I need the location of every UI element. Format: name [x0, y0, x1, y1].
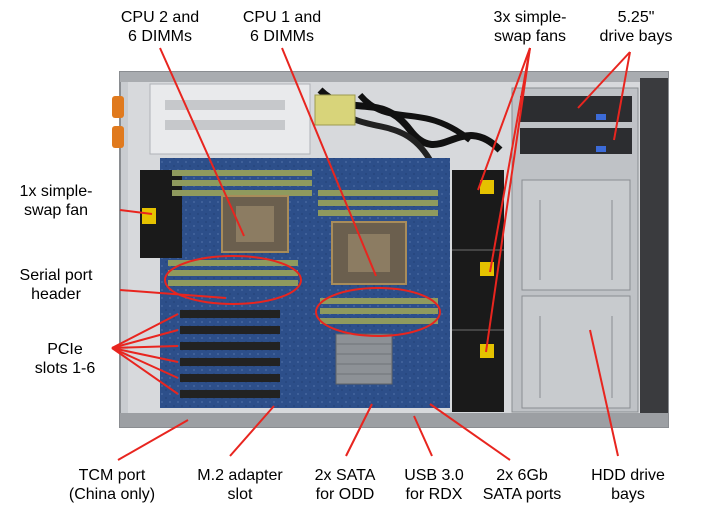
fan1-callout-line	[119, 209, 153, 215]
bays525-callout-line-1	[577, 51, 631, 109]
usb-label: USB 3.0 for RDX	[404, 467, 464, 503]
sata6-callout-line	[429, 403, 511, 461]
sata-odd-callout-line	[345, 403, 373, 457]
usb-callout-line	[413, 415, 433, 457]
tcm-label: TCM port (China only)	[68, 467, 156, 503]
fans3-callout-line-2	[489, 47, 531, 273]
sata-odd-label: 2x SATA for ODD	[314, 467, 376, 503]
chipset-heatsink	[335, 333, 393, 385]
serial-label: Serial port header	[19, 267, 93, 303]
cpu1-area	[318, 190, 438, 324]
pcie-callout-line-4	[111, 347, 179, 363]
m2-label: M.2 adapter slot	[197, 467, 283, 503]
fans3-callout-line-3	[485, 47, 531, 353]
pcie-slots	[180, 310, 280, 398]
cpu1-callout-line	[281, 47, 377, 277]
pcie-callout-line-2	[111, 329, 179, 349]
cpu1-dimm-highlight	[315, 287, 441, 337]
fan-bank	[452, 170, 504, 412]
pcie-callout-line-6	[111, 347, 179, 395]
callout-highlights	[164, 255, 441, 337]
cpu2-label: CPU 2 and 6 DIMMs	[120, 9, 200, 45]
hdd-label: HDD drive bays	[591, 467, 665, 503]
cpu2-callout-line	[159, 47, 245, 237]
fans3-label: 3x simple- swap fans	[493, 9, 567, 45]
serial-callout-line	[119, 289, 227, 299]
m2-callout-line	[229, 405, 275, 457]
cpu2-dimm-highlight	[164, 255, 302, 305]
bays525-callout-line-2	[613, 51, 631, 141]
pcie-callout-line-5	[111, 347, 179, 379]
fan1-label: 1x simple- swap fan	[19, 183, 93, 219]
sata6-label: 2x 6Gb SATA ports	[482, 467, 562, 503]
pcie-callout-line-3	[111, 345, 179, 349]
drive-bays	[511, 87, 639, 413]
cpu2-area	[168, 170, 312, 286]
pcie-callout-line-1	[111, 313, 179, 349]
bays525-label: 5.25" drive bays	[599, 9, 673, 45]
cable-area	[149, 83, 503, 162]
tcm-callout-line	[117, 419, 189, 461]
hdd-callout-line	[589, 329, 619, 457]
callout-lines	[111, 47, 631, 461]
cpu1-label: CPU 1 and 6 DIMMs	[242, 9, 322, 45]
pcie-label: PCIe slots 1-6	[34, 341, 96, 377]
fans3-callout-line-1	[477, 47, 531, 191]
